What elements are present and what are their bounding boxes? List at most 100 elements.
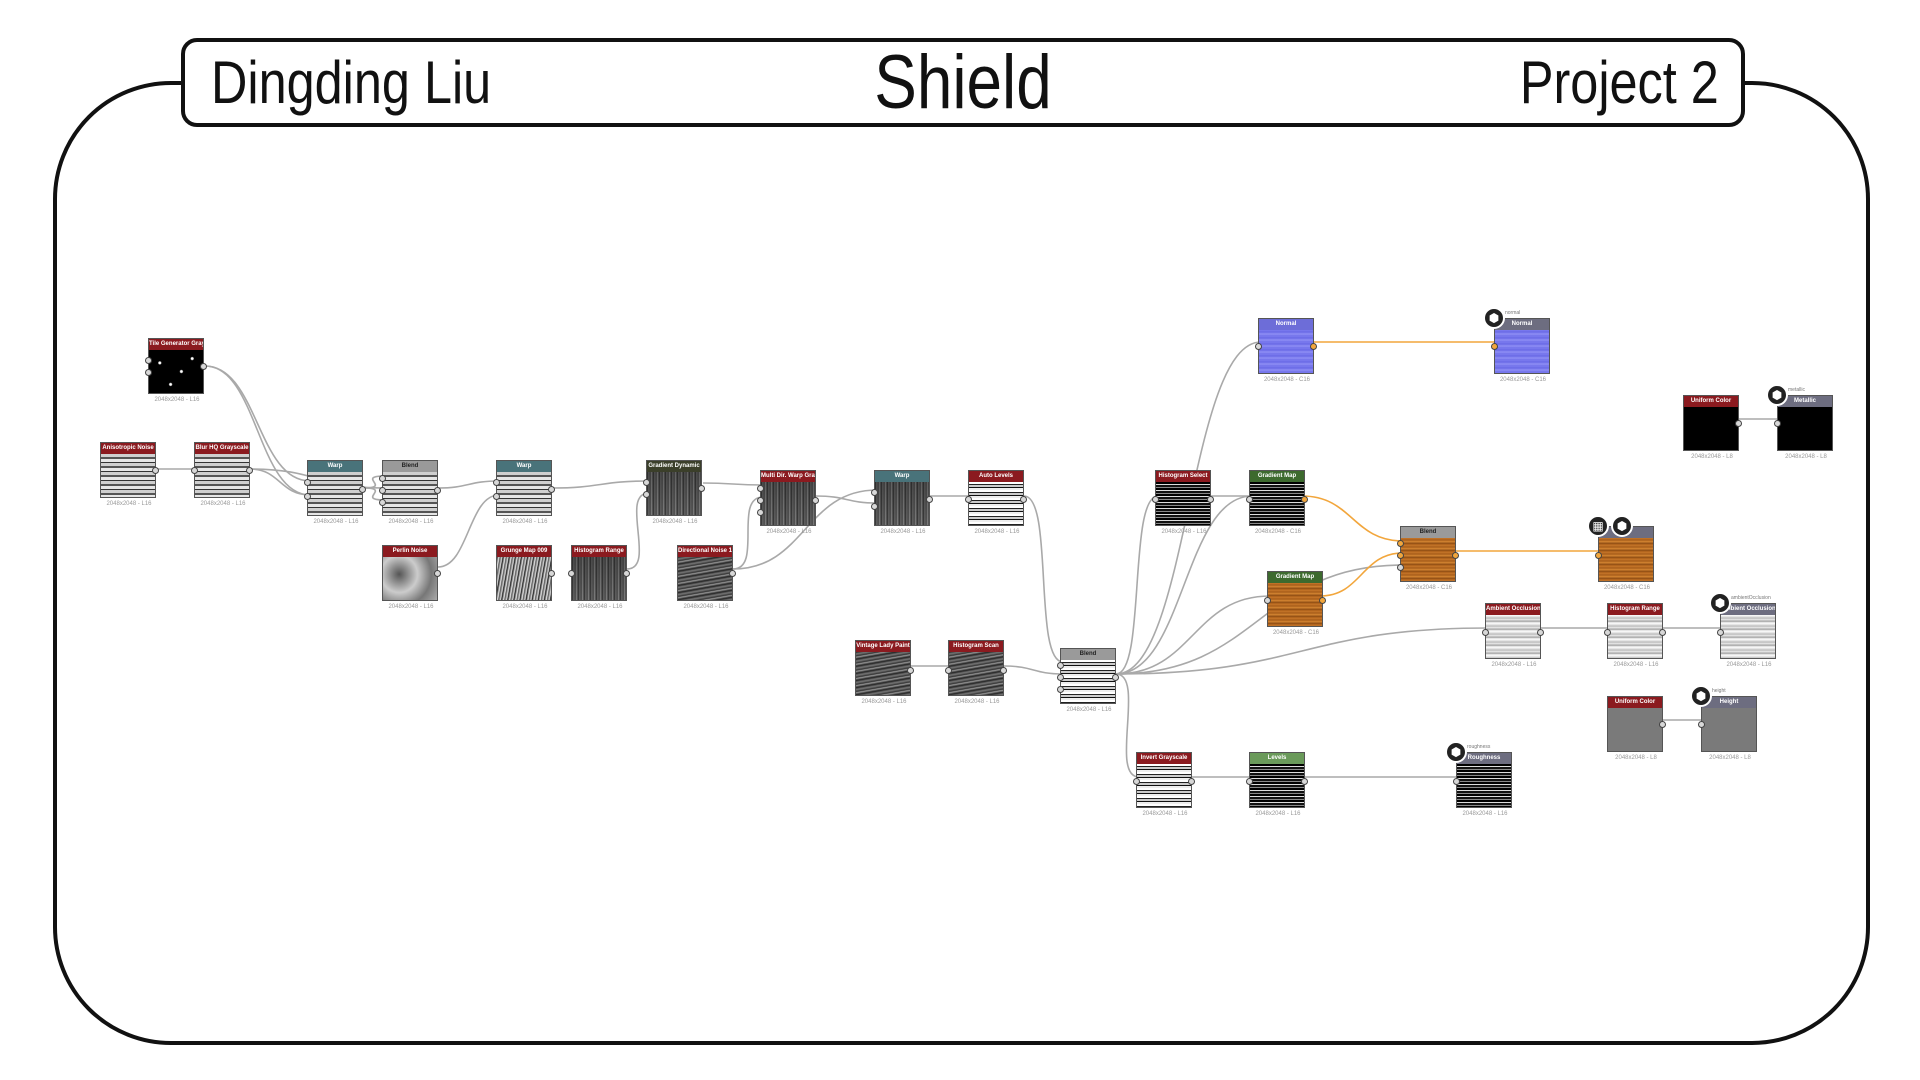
input-port[interactable] xyxy=(1397,540,1404,547)
output-port[interactable] xyxy=(623,570,630,577)
output-port[interactable] xyxy=(812,497,819,504)
node-histogram-range-2[interactable]: Histogram Range 2048x2048 - L16 xyxy=(1604,603,1666,668)
input-port[interactable] xyxy=(871,489,878,496)
node-tile-generator[interactable]: Tile Generator Grayscale 2048x2048 - L16 xyxy=(145,338,207,403)
output-port[interactable] xyxy=(1112,674,1119,681)
node-blur-hq[interactable]: Blur HQ Grayscale 2048x2048 - L16 xyxy=(191,442,253,507)
output-port[interactable] xyxy=(1659,721,1666,728)
node-anisotropic-noise[interactable]: Anisotropic Noise 2048x2048 - L16 xyxy=(100,442,159,507)
input-port[interactable] xyxy=(1604,629,1611,636)
input-port[interactable] xyxy=(1397,552,1404,559)
node-warp-3[interactable]: Warp 2048x2048 - L16 xyxy=(871,470,933,535)
node-basecolor-output[interactable]: 2048x2048 - C16 ▦ ⬢ xyxy=(1587,515,1654,591)
input-port[interactable] xyxy=(379,487,386,494)
input-port[interactable] xyxy=(1246,778,1253,785)
output-port[interactable] xyxy=(434,487,441,494)
input-port[interactable] xyxy=(1482,629,1489,636)
output-port[interactable] xyxy=(926,496,933,503)
node-gradient-map-1[interactable]: Gradient Map 2048x2048 - C16 xyxy=(1246,470,1308,535)
input-port[interactable] xyxy=(945,667,952,674)
node-normal-output[interactable]: Normal 2048x2048 - C16 ⬢ normal xyxy=(1483,307,1550,383)
input-port[interactable] xyxy=(643,479,650,486)
input-port[interactable] xyxy=(145,357,152,364)
input-port[interactable] xyxy=(379,475,386,482)
output-port[interactable] xyxy=(1735,420,1742,427)
input-port[interactable] xyxy=(493,493,500,500)
input-port[interactable] xyxy=(965,496,972,503)
output-port[interactable] xyxy=(200,363,207,370)
node-auto-levels[interactable]: Auto Levels 2048x2048 - L16 xyxy=(965,470,1027,535)
node-perlin-noise[interactable]: Perlin Noise 2048x2048 - L16 xyxy=(382,545,441,610)
input-port[interactable] xyxy=(191,467,198,474)
node-warp-2[interactable]: Warp 2048x2048 - L16 xyxy=(493,460,555,525)
input-port[interactable] xyxy=(1255,343,1262,350)
output-port[interactable] xyxy=(1020,496,1027,503)
node-histogram-scan[interactable]: Histogram Scan 2048x2048 - L16 xyxy=(945,640,1007,705)
node-blend-1[interactable]: Blend 2048x2048 - L16 xyxy=(379,460,441,525)
input-port[interactable] xyxy=(304,493,311,500)
input-port[interactable] xyxy=(379,499,386,506)
input-port[interactable] xyxy=(1057,686,1064,693)
input-port[interactable] xyxy=(757,485,764,492)
output-port[interactable] xyxy=(1319,597,1326,604)
output-port[interactable] xyxy=(907,667,914,674)
output-port[interactable] xyxy=(1310,343,1317,350)
node-uniform-color-1[interactable]: Uniform Color 2048x2048 - L8 xyxy=(1683,395,1742,460)
output-port[interactable] xyxy=(1188,778,1195,785)
input-port[interactable] xyxy=(1453,778,1460,785)
input-port[interactable] xyxy=(1057,662,1064,669)
input-port[interactable] xyxy=(1057,674,1064,681)
output-port[interactable] xyxy=(729,570,736,577)
output-port[interactable] xyxy=(1659,629,1666,636)
input-port[interactable] xyxy=(145,369,152,376)
output-port[interactable] xyxy=(434,570,441,577)
output-port[interactable] xyxy=(359,486,366,493)
output-port[interactable] xyxy=(548,570,555,577)
input-port[interactable] xyxy=(1595,552,1602,559)
node-histogram-select[interactable]: Histogram Select 2048x2048 - L16 xyxy=(1152,470,1214,535)
node-metallic-output[interactable]: Metallic 2048x2048 - L8 ⬢ metallic xyxy=(1766,384,1833,460)
node-normal[interactable]: Normal 2048x2048 - C16 xyxy=(1255,318,1317,383)
node-directional-noise[interactable]: Directional Noise 1 2048x2048 - L16 xyxy=(677,545,736,610)
input-port[interactable] xyxy=(1698,721,1705,728)
node-gradient-map-2[interactable]: Gradient Map 2048x2048 - C16 xyxy=(1264,571,1326,636)
node-roughness-output[interactable]: Roughness 2048x2048 - L16 ⬢ roughness xyxy=(1445,741,1512,817)
output-port[interactable] xyxy=(1207,496,1214,503)
input-port[interactable] xyxy=(304,479,311,486)
node-warp-1[interactable]: Warp 2048x2048 - L16 xyxy=(304,460,366,525)
node-multi-dir-warp[interactable]: Multi Dir. Warp Grayscale 2048x2048 - L1… xyxy=(757,470,819,535)
output-port[interactable] xyxy=(548,486,555,493)
node-blend-3[interactable]: Blend 2048x2048 - C16 xyxy=(1397,526,1459,591)
input-port[interactable] xyxy=(1774,420,1781,427)
node-uniform-color-2[interactable]: Uniform Color 2048x2048 - L8 xyxy=(1607,696,1666,761)
node-gradient-dynamic[interactable]: Gradient Dynamic 2048x2048 - L16 xyxy=(643,460,705,525)
node-invert-grayscale[interactable]: Invert Grayscale 2048x2048 - L16 xyxy=(1133,752,1195,817)
node-levels[interactable]: Levels 2048x2048 - L16 xyxy=(1246,752,1308,817)
input-port[interactable] xyxy=(1246,496,1253,503)
input-port[interactable] xyxy=(1152,496,1159,503)
output-port[interactable] xyxy=(1301,778,1308,785)
output-port[interactable] xyxy=(152,467,159,474)
node-blend-2[interactable]: Blend 2048x2048 - L16 xyxy=(1057,648,1119,713)
node-ao-output[interactable]: Ambient Occlusion 2048x2048 - L16 ⬢ ambi… xyxy=(1709,592,1776,668)
output-port[interactable] xyxy=(246,467,253,474)
input-port[interactable] xyxy=(757,497,764,504)
node-ambient-occlusion[interactable]: Ambient Occlusion (H... 2048x2048 - L16 xyxy=(1482,603,1544,668)
output-port[interactable] xyxy=(1452,552,1459,559)
input-port[interactable] xyxy=(757,509,764,516)
input-port[interactable] xyxy=(1133,778,1140,785)
node-histogram-range-1[interactable]: Histogram Range 2048x2048 - L16 xyxy=(568,545,630,610)
output-port[interactable] xyxy=(698,485,705,492)
output-port[interactable] xyxy=(1301,496,1308,503)
input-port[interactable] xyxy=(1264,597,1271,604)
node-grunge-map[interactable]: Grunge Map 009 2048x2048 - L16 xyxy=(496,545,555,610)
input-port[interactable] xyxy=(1491,343,1498,350)
input-port[interactable] xyxy=(568,570,575,577)
output-port[interactable] xyxy=(1537,629,1544,636)
input-port[interactable] xyxy=(1717,629,1724,636)
input-port[interactable] xyxy=(643,491,650,498)
node-vintage-lady[interactable]: Vintage Lady Paint 2048x2048 - L16 xyxy=(855,640,914,705)
output-port[interactable] xyxy=(1000,667,1007,674)
input-port[interactable] xyxy=(1397,564,1404,571)
